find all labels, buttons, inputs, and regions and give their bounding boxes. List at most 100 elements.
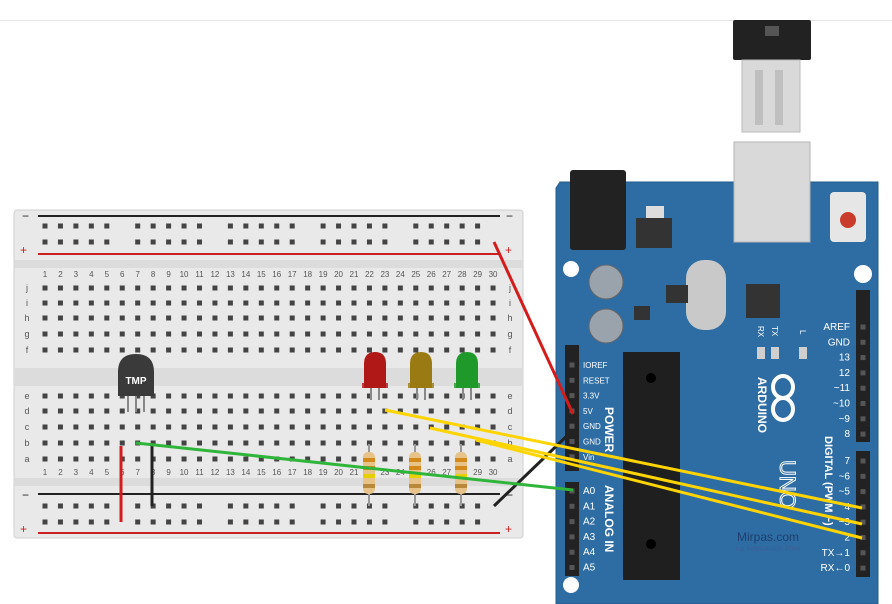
- breadboard-hole[interactable]: [42, 315, 48, 321]
- rail-hole[interactable]: [88, 239, 94, 245]
- breadboard-hole[interactable]: [366, 331, 372, 337]
- breadboard-hole[interactable]: [104, 456, 110, 462]
- breadboard-hole[interactable]: [150, 285, 156, 291]
- breadboard-hole[interactable]: [397, 456, 403, 462]
- rail-hole[interactable]: [243, 519, 249, 525]
- breadboard-hole[interactable]: [444, 424, 450, 430]
- breadboard-hole[interactable]: [274, 285, 280, 291]
- rail-hole[interactable]: [382, 223, 388, 229]
- breadboard-hole[interactable]: [320, 440, 326, 446]
- yellow-led[interactable]: [408, 352, 434, 400]
- breadboard-hole[interactable]: [320, 315, 326, 321]
- breadboard-hole[interactable]: [88, 300, 94, 306]
- breadboard-hole[interactable]: [227, 456, 233, 462]
- breadboard-hole[interactable]: [428, 456, 434, 462]
- breadboard-hole[interactable]: [212, 285, 218, 291]
- breadboard-hole[interactable]: [459, 331, 465, 337]
- rail-hole[interactable]: [73, 503, 79, 509]
- breadboard-hole[interactable]: [428, 315, 434, 321]
- breadboard-hole[interactable]: [181, 300, 187, 306]
- wire-5v-red[interactable]: [492, 241, 575, 415]
- rail-hole[interactable]: [444, 519, 450, 525]
- breadboard-hole[interactable]: [57, 424, 63, 430]
- digital-header-bottom[interactable]: [856, 451, 870, 577]
- header-pin[interactable]: [569, 454, 575, 460]
- breadboard-hole[interactable]: [274, 300, 280, 306]
- rail-hole[interactable]: [104, 239, 110, 245]
- breadboard-hole[interactable]: [42, 285, 48, 291]
- rail-hole[interactable]: [258, 503, 264, 509]
- breadboard-hole[interactable]: [490, 424, 496, 430]
- breadboard-hole[interactable]: [104, 331, 110, 337]
- breadboard-hole[interactable]: [88, 393, 94, 399]
- breadboard-hole[interactable]: [119, 285, 125, 291]
- header-pin[interactable]: [860, 504, 866, 510]
- breadboard-hole[interactable]: [57, 393, 63, 399]
- breadboard-hole[interactable]: [243, 393, 249, 399]
- breadboard-hole[interactable]: [289, 424, 295, 430]
- breadboard-hole[interactable]: [227, 424, 233, 430]
- rail-hole[interactable]: [166, 503, 172, 509]
- breadboard-hole[interactable]: [42, 393, 48, 399]
- breadboard-hole[interactable]: [428, 285, 434, 291]
- breadboard-hole[interactable]: [413, 315, 419, 321]
- rail-hole[interactable]: [459, 503, 465, 509]
- breadboard-hole[interactable]: [243, 424, 249, 430]
- breadboard-hole[interactable]: [351, 315, 357, 321]
- breadboard-hole[interactable]: [57, 347, 63, 353]
- breadboard-hole[interactable]: [459, 300, 465, 306]
- breadboard-hole[interactable]: [305, 440, 311, 446]
- breadboard-hole[interactable]: [119, 424, 125, 430]
- breadboard-hole[interactable]: [305, 347, 311, 353]
- breadboard-hole[interactable]: [258, 408, 264, 414]
- breadboard-hole[interactable]: [150, 424, 156, 430]
- breadboard-hole[interactable]: [305, 456, 311, 462]
- breadboard-hole[interactable]: [475, 285, 481, 291]
- breadboard-hole[interactable]: [459, 440, 465, 446]
- breadboard-hole[interactable]: [274, 424, 280, 430]
- rail-hole[interactable]: [351, 503, 357, 509]
- rail-hole[interactable]: [243, 503, 249, 509]
- breadboard-hole[interactable]: [459, 285, 465, 291]
- breadboard-hole[interactable]: [88, 408, 94, 414]
- rail-hole[interactable]: [73, 239, 79, 245]
- rail-hole[interactable]: [88, 223, 94, 229]
- breadboard-hole[interactable]: [150, 300, 156, 306]
- header-pin[interactable]: [569, 423, 575, 429]
- rail-hole[interactable]: [320, 519, 326, 525]
- breadboard-hole[interactable]: [351, 331, 357, 337]
- breadboard-hole[interactable]: [274, 408, 280, 414]
- rail-hole[interactable]: [197, 503, 202, 509]
- breadboard-hole[interactable]: [475, 440, 481, 446]
- breadboard-hole[interactable]: [382, 300, 388, 306]
- breadboard-hole[interactable]: [305, 315, 311, 321]
- breadboard-hole[interactable]: [382, 393, 388, 399]
- breadboard-hole[interactable]: [397, 285, 403, 291]
- breadboard-hole[interactable]: [197, 331, 202, 337]
- breadboard-hole[interactable]: [382, 424, 388, 430]
- breadboard-hole[interactable]: [42, 456, 48, 462]
- rail-hole[interactable]: [366, 519, 372, 525]
- breadboard-hole[interactable]: [258, 440, 264, 446]
- breadboard-hole[interactable]: [243, 315, 249, 321]
- pin-headers[interactable]: [565, 290, 870, 577]
- breadboard-hole[interactable]: [274, 331, 280, 337]
- breadboard-hole[interactable]: [413, 440, 419, 446]
- wire-gnd-black[interactable]: [492, 428, 575, 508]
- breadboard-hole[interactable]: [42, 408, 48, 414]
- rail-hole[interactable]: [289, 223, 295, 229]
- breadboard-hole[interactable]: [351, 347, 357, 353]
- breadboard-hole[interactable]: [305, 393, 311, 399]
- rail-hole[interactable]: [428, 503, 434, 509]
- breadboard-hole[interactable]: [212, 440, 218, 446]
- breadboard-hole[interactable]: [490, 408, 496, 414]
- breadboard-hole[interactable]: [104, 315, 110, 321]
- breadboard-hole[interactable]: [397, 315, 403, 321]
- rail-hole[interactable]: [428, 223, 434, 229]
- breadboard-hole[interactable]: [258, 424, 264, 430]
- breadboard-hole[interactable]: [197, 456, 202, 462]
- breadboard-hole[interactable]: [490, 393, 496, 399]
- breadboard-hole[interactable]: [305, 300, 311, 306]
- breadboard-hole[interactable]: [336, 393, 342, 399]
- breadboard-hole[interactable]: [444, 393, 450, 399]
